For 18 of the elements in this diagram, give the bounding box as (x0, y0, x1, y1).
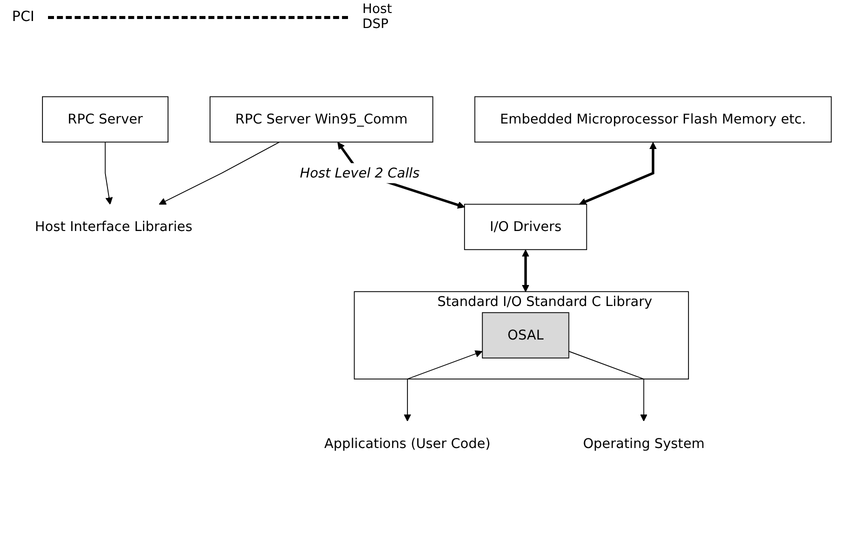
node-box: RPC Server (42, 96, 168, 142)
node-text: Operating System (582, 435, 705, 452)
arrow (522, 250, 530, 292)
arrow (579, 142, 657, 206)
node-box: RPC Server Win95_Comm (210, 96, 434, 142)
node-text: Host Interface Libraries (34, 218, 192, 234)
side-label: DSP (362, 17, 390, 32)
side-label: Host (362, 2, 392, 17)
bus-label: PCI (12, 9, 34, 25)
node-box: Embedded Microprocessor Flash Memory etc. (474, 96, 832, 142)
node-box: OSAL (482, 312, 570, 358)
arrow (568, 350, 648, 422)
arrow (158, 142, 280, 205)
node-box: I/O Drivers (464, 204, 588, 250)
node-text: Applications (User Code) (324, 435, 491, 452)
edge-label: Host Level 2 Calls (300, 164, 420, 181)
arrow (104, 142, 113, 205)
arrow (404, 350, 482, 422)
